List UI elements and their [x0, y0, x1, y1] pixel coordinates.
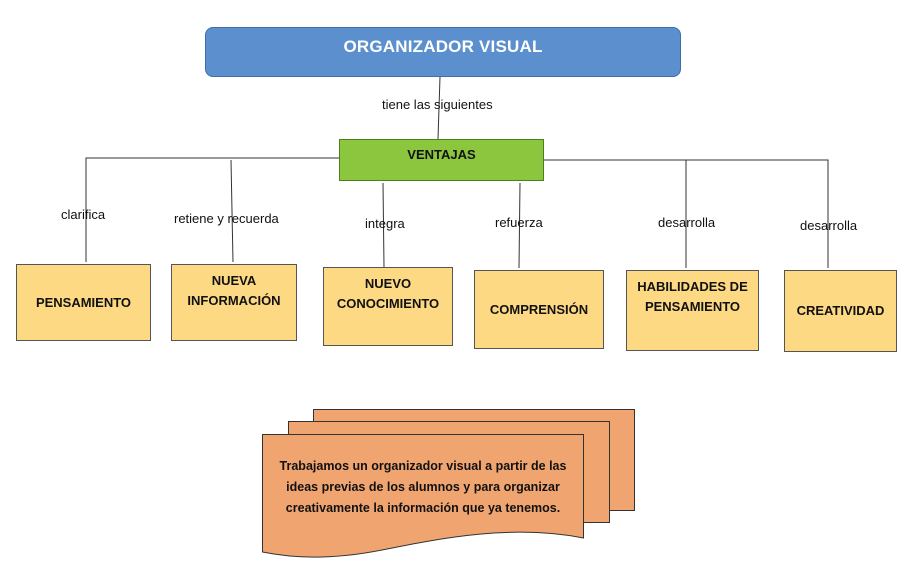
- connector-to-nuevo-conocimiento: [382, 182, 385, 268]
- concept-habilidades: HABILIDADES DE PENSAMIENTO: [626, 270, 759, 351]
- branch-verb-5: desarrolla: [658, 215, 716, 230]
- connector-to-nueva-informacion: [230, 159, 234, 263]
- concept-nueva-informacion-text: NUEVA INFORMACIÓN: [187, 273, 281, 308]
- concept-nuevo-conocimiento: NUEVO CONOCIMIENTO: [323, 267, 453, 346]
- connector-right-bar: [544, 159, 829, 268]
- connector-to-comprension: [518, 182, 521, 269]
- ventajas-box: VENTAJAS: [339, 139, 544, 181]
- branch-verb-4: refuerza: [495, 215, 543, 230]
- concept-nuevo-conocimiento-text: NUEVO CONOCIMIENTO: [336, 276, 440, 311]
- concept-comprension-text: COMPRENSIÓN: [489, 301, 589, 317]
- connector-label: tiene las siguientes: [382, 97, 493, 112]
- title-box: ORGANIZADOR VISUAL: [205, 27, 681, 77]
- branch-verb-1: clarifica: [61, 207, 106, 222]
- concept-nueva-informacion: NUEVA INFORMACIÓN: [171, 264, 297, 341]
- concept-pensamiento: PENSAMIENTO: [16, 264, 151, 341]
- connector-title-ventajas: [437, 76, 441, 140]
- concept-comprension: COMPRENSIÓN: [474, 270, 604, 349]
- note-front-shape: [262, 434, 584, 558]
- concept-creatividad: CREATIVIDAD: [784, 270, 897, 352]
- ventajas-text: VENTAJAS: [407, 146, 476, 162]
- connector-left-bar: [85, 157, 339, 262]
- concept-creatividad-text: CREATIVIDAD: [796, 303, 885, 318]
- title-text: ORGANIZADOR VISUAL: [343, 37, 543, 56]
- branch-verb-3: integra: [365, 216, 405, 231]
- branch-verb-2: retiene y recuerda: [174, 211, 279, 226]
- concept-habilidades-text: HABILIDADES DE PENSAMIENTO: [637, 279, 748, 314]
- concept-pensamiento-text: PENSAMIENTO: [35, 294, 132, 310]
- note-text: Trabajamos un organizador visual a parti…: [279, 459, 567, 515]
- branch-verb-6: desarrolla: [800, 218, 858, 233]
